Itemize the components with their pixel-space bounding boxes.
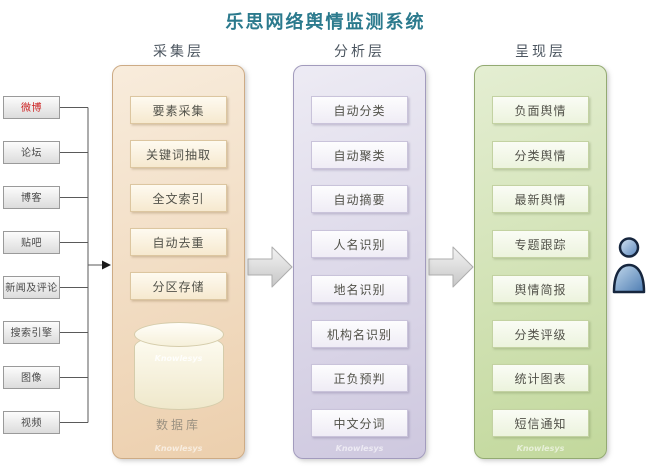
process-box: 自动去重 xyxy=(130,228,227,256)
source-box-video: 视频 xyxy=(3,411,60,434)
process-box: 地名识别 xyxy=(311,274,408,303)
analysis-process-list: 自动分类 自动聚类 自动摘要 人名识别 地名识别 机构名识别 正负预判 中文分词 xyxy=(294,96,425,437)
database-cylinder-icon: Knowlesys xyxy=(133,322,224,410)
source-list: 微博 论坛 博客 贴吧 新闻及评论 搜索引擎 图像 视频 xyxy=(3,96,60,434)
arrow-right-icon-1 xyxy=(247,246,293,288)
watermark: Knowlesys xyxy=(154,354,203,363)
collection-process-list: 要素采集 关键词抽取 全文索引 自动去重 分区存储 xyxy=(113,96,244,300)
arrow-right-icon-2 xyxy=(428,246,474,288)
process-box: 分类舆情 xyxy=(492,140,589,169)
watermark: Knowlesys xyxy=(335,444,384,453)
watermark: Knowlesys xyxy=(516,444,565,453)
process-box: 全文索引 xyxy=(130,184,227,212)
source-box-news: 新闻及评论 xyxy=(3,276,60,299)
process-box: 要素采集 xyxy=(130,96,227,124)
process-box: 关键词抽取 xyxy=(130,140,227,168)
database-label: 数据库 xyxy=(155,418,201,432)
panel-collection: 要素采集 关键词抽取 全文索引 自动去重 分区存储 Knowlesys 数据库 … xyxy=(112,65,245,459)
process-box: 中文分词 xyxy=(311,408,408,437)
source-box-weibo: 微博 xyxy=(3,96,60,119)
process-box: 正负预判 xyxy=(311,364,408,393)
layer-title-collection: 采集层 xyxy=(153,44,204,60)
process-box: 舆情简报 xyxy=(492,274,589,303)
source-box-tieba: 贴吧 xyxy=(3,231,60,254)
process-box: 自动分类 xyxy=(311,96,408,124)
source-box-search: 搜索引擎 xyxy=(3,321,60,344)
process-box: 分区存储 xyxy=(130,272,227,300)
watermark: Knowlesys xyxy=(154,444,203,453)
process-box: 自动摘要 xyxy=(311,185,408,214)
layer-title-presentation: 呈现层 xyxy=(515,44,566,60)
source-box-image: 图像 xyxy=(3,366,60,389)
process-box: 专题跟踪 xyxy=(492,230,589,259)
process-box: 分类评级 xyxy=(492,319,589,348)
panel-presentation: 负面舆情 分类舆情 最新舆情 专题跟踪 舆情简报 分类评级 统计图表 短信通知 … xyxy=(474,65,607,459)
source-box-blog: 博客 xyxy=(3,186,60,209)
process-box: 负面舆情 xyxy=(492,96,589,124)
layer-title-analysis: 分析层 xyxy=(334,44,385,60)
process-box: 机构名识别 xyxy=(311,319,408,348)
process-box: 人名识别 xyxy=(311,230,408,259)
user-icon xyxy=(612,237,646,294)
process-box: 自动聚类 xyxy=(311,140,408,169)
process-box: 最新舆情 xyxy=(492,185,589,214)
source-box-forum: 论坛 xyxy=(3,141,60,164)
process-box: 短信通知 xyxy=(492,408,589,437)
input-arrowhead-icon xyxy=(102,260,111,270)
panel-analysis: 自动分类 自动聚类 自动摘要 人名识别 地名识别 机构名识别 正负预判 中文分词… xyxy=(293,65,426,459)
page-title: 乐思网络舆情监测系统 xyxy=(225,12,426,33)
presentation-process-list: 负面舆情 分类舆情 最新舆情 专题跟踪 舆情简报 分类评级 统计图表 短信通知 xyxy=(475,96,606,437)
process-box: 统计图表 xyxy=(492,364,589,393)
